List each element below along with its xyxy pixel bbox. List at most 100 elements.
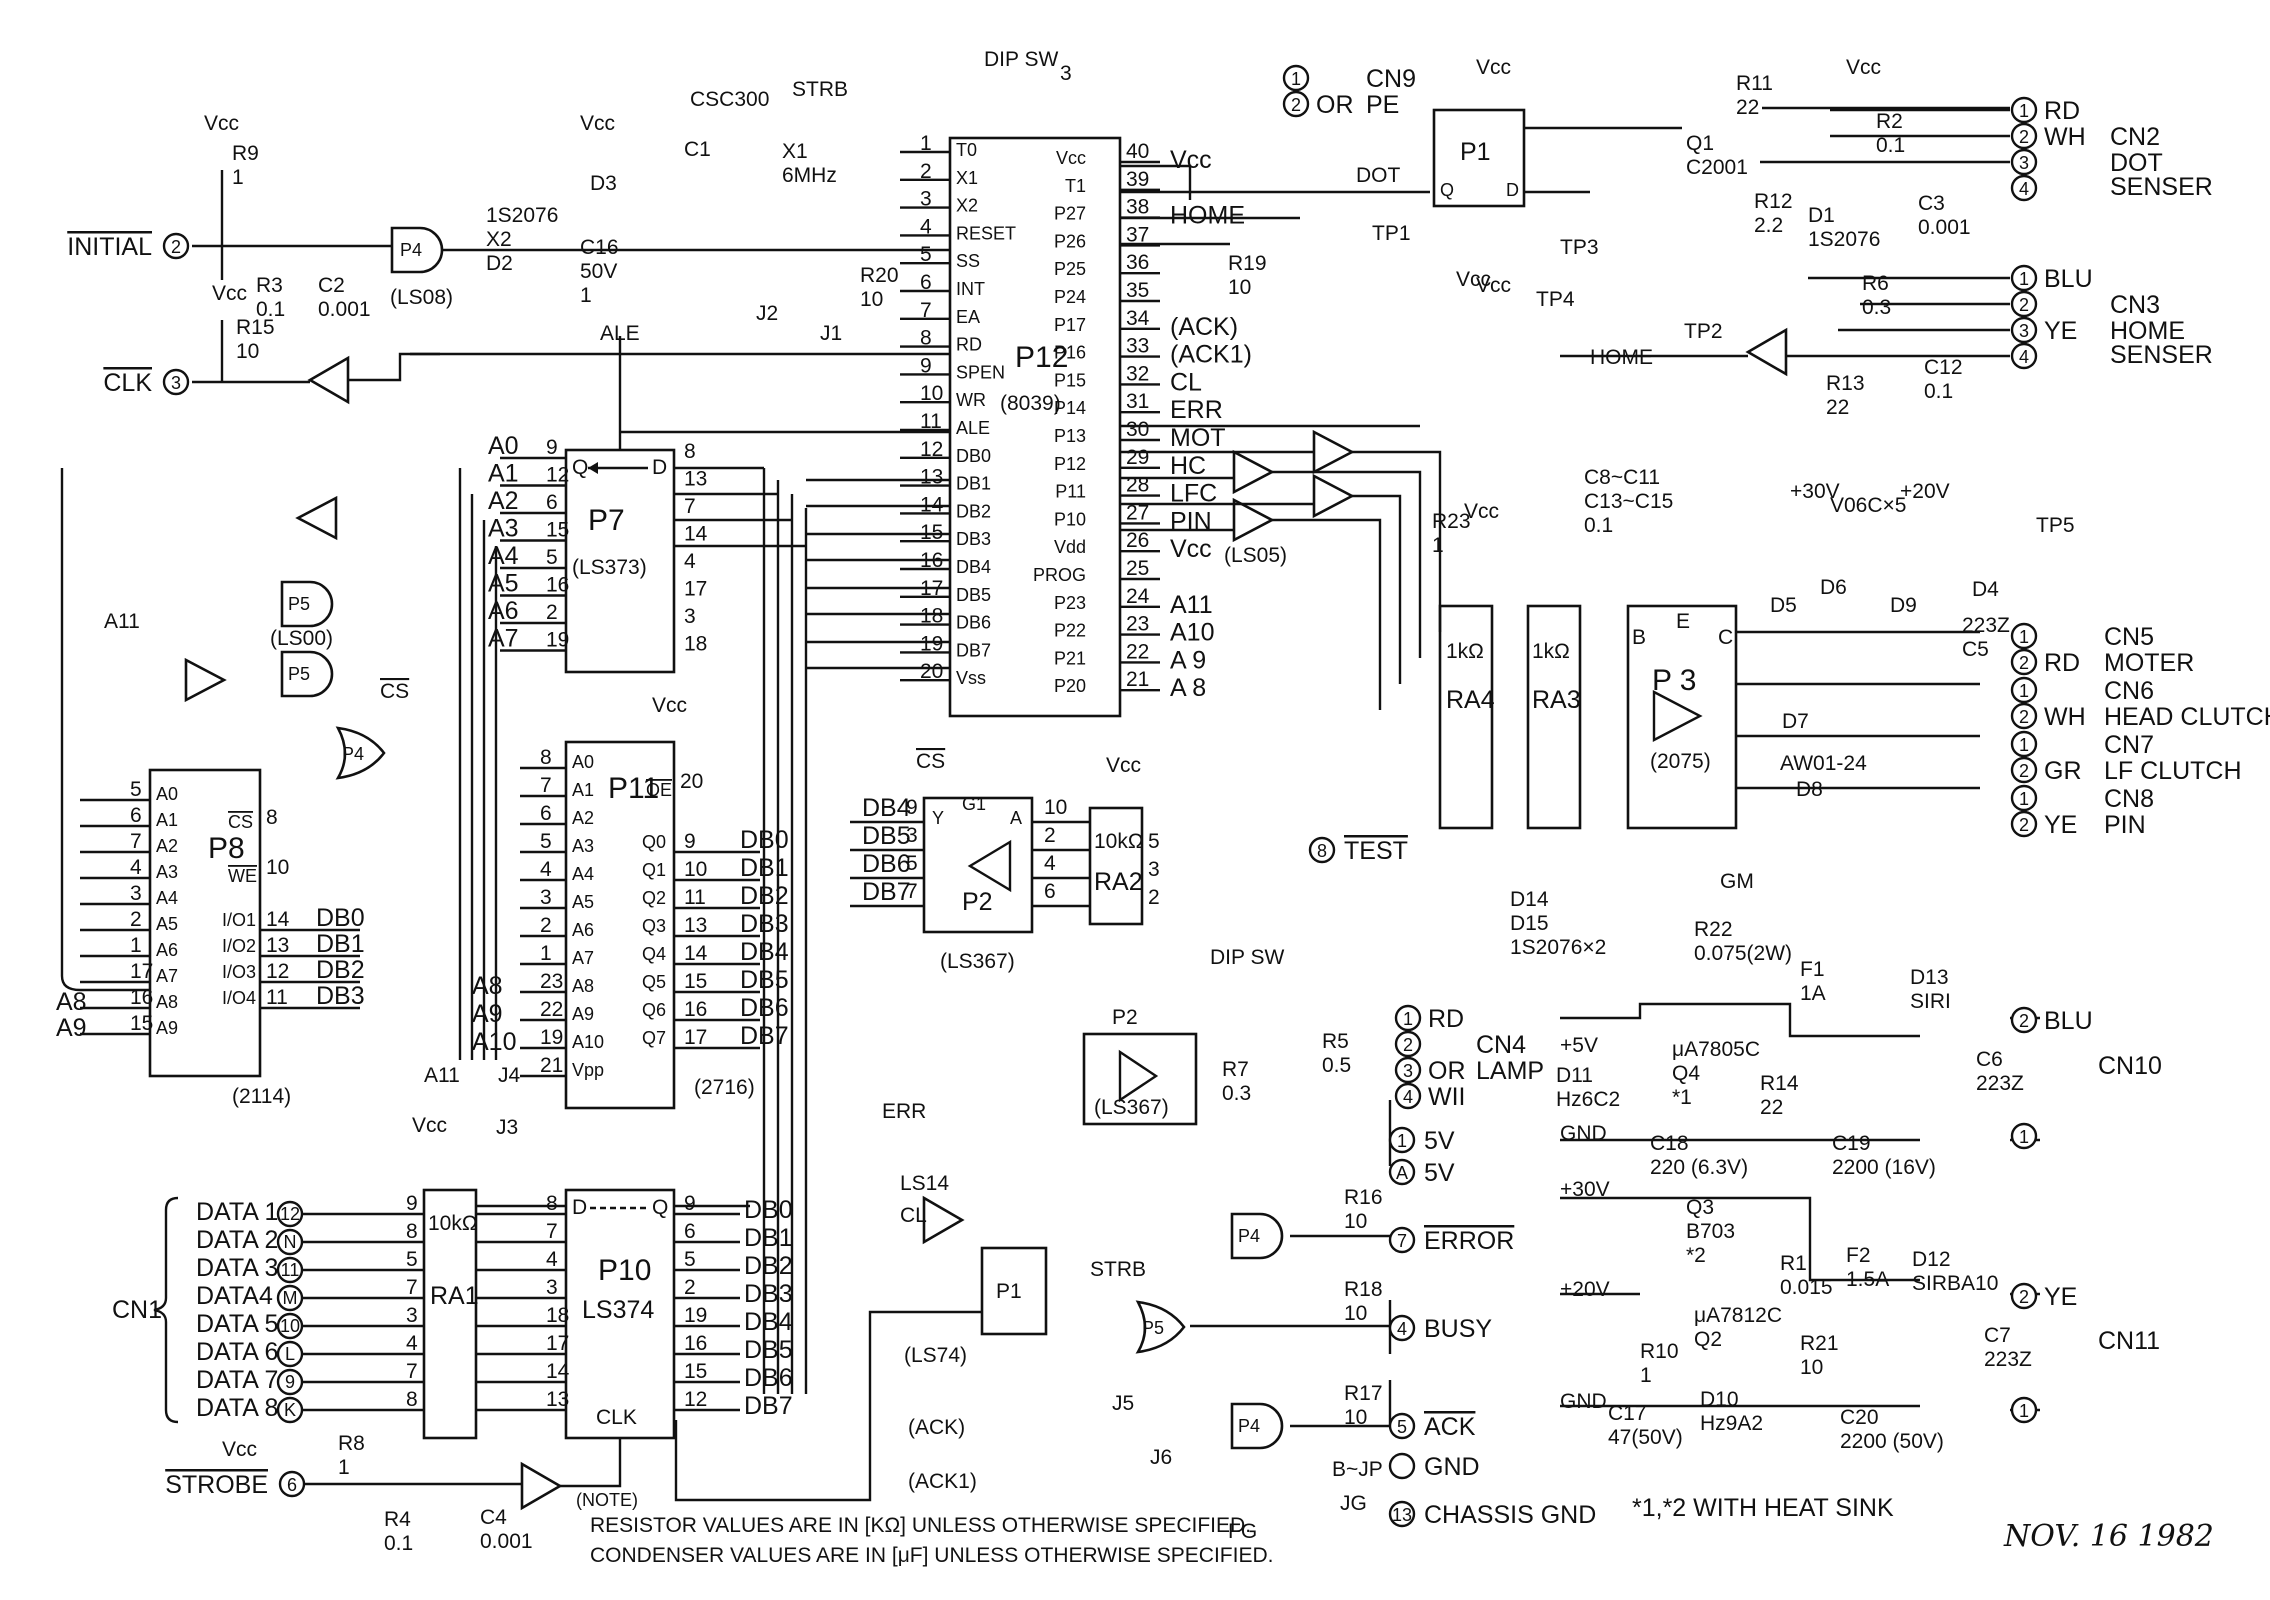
misc-label: Vcc [580, 112, 615, 135]
comp-d2: 1S2076 [486, 204, 558, 227]
p12-pin-number: 9 [920, 354, 932, 377]
comp-r15: R15 [236, 316, 275, 339]
p7-in-pin: 16 [546, 574, 569, 597]
cn4-pin-number: 3 [1403, 1061, 1413, 1081]
p11-out-pin: 13 [684, 914, 707, 937]
p8-in-name: A1 [156, 810, 178, 830]
p12-pin-name: Vss [956, 668, 986, 688]
comp-r22: R22 [1694, 918, 1733, 941]
cn6-label: CN6 [2104, 677, 2154, 705]
cn11-pin-circle [2010, 1396, 2038, 1424]
misc-label: J3 [496, 1116, 518, 1139]
cn1-data-label: DATA 6 [196, 1338, 278, 1366]
p11-in-name: A1 [572, 780, 594, 800]
p12-pin-name: ALE [956, 418, 990, 438]
cn4-pin-signal: OR [1428, 1057, 1466, 1085]
comp-d8: D8 [1796, 778, 1823, 801]
p7-out-pin: 17 [684, 578, 707, 601]
p2-in-signal: DB5 [862, 822, 911, 850]
cn3-pin-signal: YE [2044, 317, 2077, 345]
p10-out-signal: DB3 [744, 1280, 793, 1308]
comp-q1: Q1 [1686, 132, 1714, 155]
p8-io-name: I/O1 [222, 910, 256, 930]
misc-label: FG [1228, 1520, 1257, 1543]
comp-r8: 1 [338, 1456, 350, 1479]
comp-r8: R8 [338, 1432, 365, 1455]
misc-label: TP3 [1560, 236, 1599, 259]
p2-in-pin: 3 [906, 824, 918, 847]
cn1-data-label: DATA 2 [196, 1226, 278, 1254]
comp-c12: C12 [1924, 356, 1963, 379]
p12-pin-number: 23 [1126, 613, 1149, 636]
p8-io-signal: DB1 [316, 930, 365, 958]
cn8-label: CN8 [2104, 785, 2154, 813]
p11-out-name: Q6 [642, 1000, 666, 1020]
p11-in-name: A6 [572, 920, 594, 940]
dip-sw3-num: 3 [1060, 62, 1072, 85]
p12-pin-name: P26 [1054, 231, 1086, 251]
comp-c6: C6 [1976, 1048, 2003, 1071]
cn7-desc: LF CLUTCH [2104, 757, 2242, 785]
p12-pin-number: 21 [1126, 668, 1149, 691]
ra2-pin: 5 [1148, 830, 1160, 853]
host-pin-circle [1388, 1500, 1416, 1528]
p12-pin-signal: HOME [1170, 202, 1245, 230]
p12-pin-number: 33 [1126, 335, 1149, 358]
comp-c7: C7 [1984, 1324, 2011, 1347]
cn10-pin-signal: BLU [2044, 1007, 2093, 1035]
p8-in-pin: 17 [130, 960, 153, 983]
host-pin-signal: GND [1424, 1453, 1480, 1481]
cn2-pin-number: 3 [2019, 153, 2029, 173]
cn4-pin-circle [1394, 1056, 1422, 1084]
p7-in-signal: A0 [488, 432, 519, 460]
p12-pin-number: 27 [1126, 501, 1149, 524]
p1-top-qbar: Q [1440, 180, 1454, 200]
cn1-label: CN1 [112, 1296, 162, 1324]
p2-a-label: A [1010, 808, 1022, 828]
p8-in-name: A6 [156, 940, 178, 960]
host-pin-circle [1388, 1126, 1416, 1154]
ra1-pin: 7 [406, 1276, 418, 1299]
comp-r2: 0.1 [1876, 134, 1905, 157]
p11-in-name: A9 [572, 1004, 594, 1024]
p12-pin-name: P15 [1054, 370, 1086, 390]
comp-c18: C18 [1650, 1132, 1689, 1155]
cn5-pin-signal: RD [2044, 649, 2080, 677]
cn7-pin-circle [2010, 756, 2038, 784]
p11-in-pin: 23 [540, 970, 563, 993]
p10-in-pin: 18 [546, 1304, 569, 1327]
p7-in-signal: A1 [488, 460, 519, 488]
cn2-pin-signal: WH [2044, 123, 2086, 151]
p3-ref: P 3 [1652, 664, 1697, 697]
gate-p4-b-label: P4 [342, 744, 364, 764]
misc-label: +20V [1560, 1278, 1610, 1301]
p7-in-signal: A6 [488, 597, 519, 625]
comp-c4: 0.001 [480, 1530, 533, 1553]
comp-f2: F2 [1846, 1244, 1871, 1267]
p12-pin-name: DB5 [956, 585, 991, 605]
p12-pin-name: WR [956, 390, 986, 410]
p10-out-pin: 19 [684, 1304, 707, 1327]
p12-pin-number: 11 [920, 410, 942, 433]
host-pin-circle [162, 232, 190, 260]
p11-in-name: A2 [572, 808, 594, 828]
host-pin-signal: CHASSIS GND [1424, 1501, 1596, 1529]
cn7-pin-circle [2010, 730, 2038, 758]
p11-out-name: Q0 [642, 832, 666, 852]
p12-pin-name: T1 [1065, 176, 1086, 196]
comp-d9: D9 [1890, 594, 1917, 617]
cn2-pin-circle [2010, 96, 2038, 124]
p11-oe-pin: 20 [680, 770, 703, 793]
cn3-label: CN3 [2110, 291, 2160, 319]
comp-q4: μA7805C [1672, 1038, 1760, 1061]
comp-d3: D3 [590, 172, 617, 195]
p12-pin-number: 34 [1126, 307, 1150, 330]
cn3-pin-circle [2010, 342, 2038, 370]
ra1-pin: 8 [406, 1388, 418, 1411]
p8-in-pin: 6 [130, 804, 142, 827]
comp-r14: 22 [1760, 1096, 1783, 1119]
comp-r9: R9 [232, 142, 259, 165]
cn3-pin-circle [2010, 290, 2038, 318]
